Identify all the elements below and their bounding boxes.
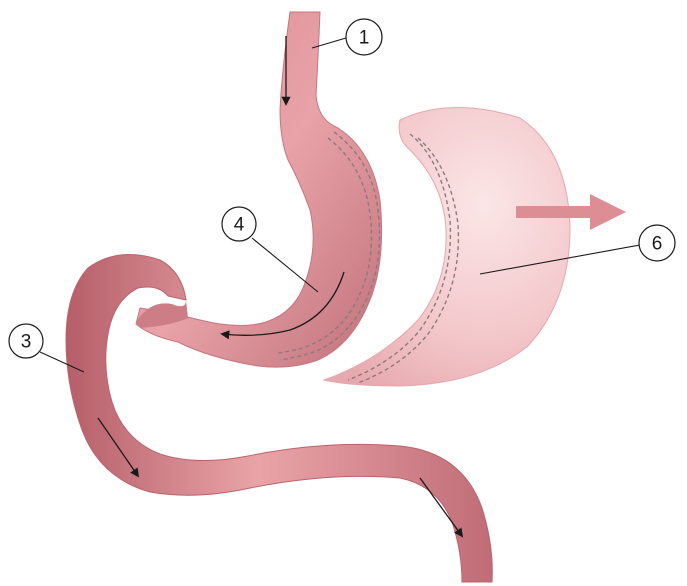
intestine-body	[66, 255, 492, 582]
callout-3-label: 3	[21, 332, 32, 353]
callout-4: 4	[222, 207, 256, 241]
leader-4	[252, 238, 318, 292]
callout-1: 1	[346, 19, 382, 55]
callout-6-label: 6	[652, 234, 663, 255]
callout-6: 6	[639, 225, 675, 261]
callout-4-label: 4	[234, 215, 245, 236]
callout-1-label: 1	[359, 28, 370, 49]
callout-3: 3	[9, 324, 43, 358]
